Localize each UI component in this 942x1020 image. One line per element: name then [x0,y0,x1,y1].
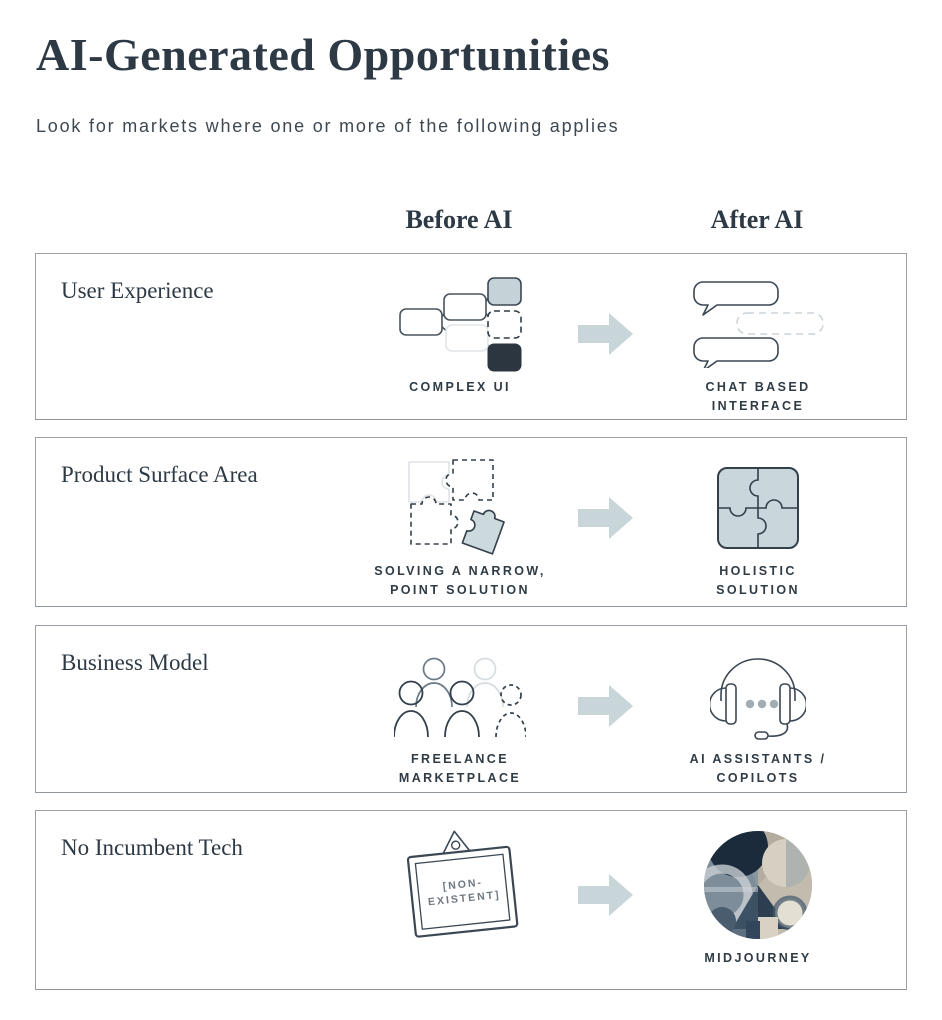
arrow-right-icon [578,874,633,916]
row-user-experience: User Experience COMPLEX [35,253,907,420]
before-cell-point-solution: SOLVING A NARROW, POINT SOLUTION [320,456,600,601]
caption-line: MARKETPLACE [398,771,522,786]
after-caption: AI ASSISTANTS / COPILOTS [690,750,827,789]
headset-icon [710,658,806,740]
complete-puzzle-icon [717,467,799,549]
after-cell-ai-assistants: AI ASSISTANTS / COPILOTS [618,644,898,789]
before-cell-complex-ui: COMPLEX UI [320,272,600,397]
after-cell-midjourney: MIDJOURNEY [618,823,898,968]
after-cell-chat-interface: CHAT BASED INTERFACE [618,272,898,417]
midjourney-abstract-image [704,831,812,939]
page-title: AI-Generated Opportunities [36,29,610,80]
caption-line: COMPLEX UI [409,380,511,394]
after-caption: MIDJOURNEY [704,949,811,968]
caption-line: SOLUTION [716,583,800,598]
row-business-model: Business Model [35,625,907,793]
sign-text-line: [NON- [442,877,483,893]
arrow-right-icon [578,313,633,355]
after-cell-holistic-solution: HOLISTIC SOLUTION [618,456,898,601]
after-caption: CHAT BASED INTERFACE [705,378,810,417]
caption-line: FREELANCE [410,752,509,766]
caption-line: SOLVING A NARROW, [374,564,546,578]
column-header-before-ai: Before AI [405,205,513,234]
before-cell-non-existent: [NON- EXISTENT] [320,823,600,947]
before-caption: SOLVING A NARROW, POINT SOLUTION [374,562,546,601]
arrow-right-icon [578,497,633,539]
after-caption: HOLISTIC SOLUTION [716,562,800,601]
caption-line: CHAT BASED [705,380,811,394]
row-no-incumbent-tech: No Incumbent Tech [NON- EXISTENT] [35,810,907,990]
row-label: User Experience [61,278,214,303]
caption-line: COPILOTS [716,771,800,786]
caption-line: AI ASSISTANTS / [689,752,827,766]
caption-line: POINT SOLUTION [390,583,530,598]
row-label: No Incumbent Tech [61,835,243,860]
row-label: Product Surface Area [61,462,258,487]
chat-bubbles-icon [693,281,824,368]
caption-line: INTERFACE [711,399,805,414]
arrow-right-icon [578,685,633,727]
before-cell-freelance-marketplace: FREELANCE MARKETPLACE [320,644,600,789]
row-product-surface-area: Product Surface Area SOLVING A NARROW, P… [35,437,907,607]
people-group-icon [394,657,526,738]
before-caption: FREELANCE MARKETPLACE [399,750,521,789]
column-header-after-ai: After AI [710,205,804,234]
page-subtitle: Look for markets where one or more of th… [36,116,620,136]
caption-line: HOLISTIC [719,564,797,578]
scattered-puzzle-icon [408,459,505,555]
row-label: Business Model [61,650,209,675]
hanging-sign-icon: [NON- EXISTENT] [406,830,519,938]
caption-line: MIDJOURNEY [704,951,812,965]
before-caption: COMPLEX UI [409,378,511,397]
complex-ui-flowchart-icon [399,277,522,372]
